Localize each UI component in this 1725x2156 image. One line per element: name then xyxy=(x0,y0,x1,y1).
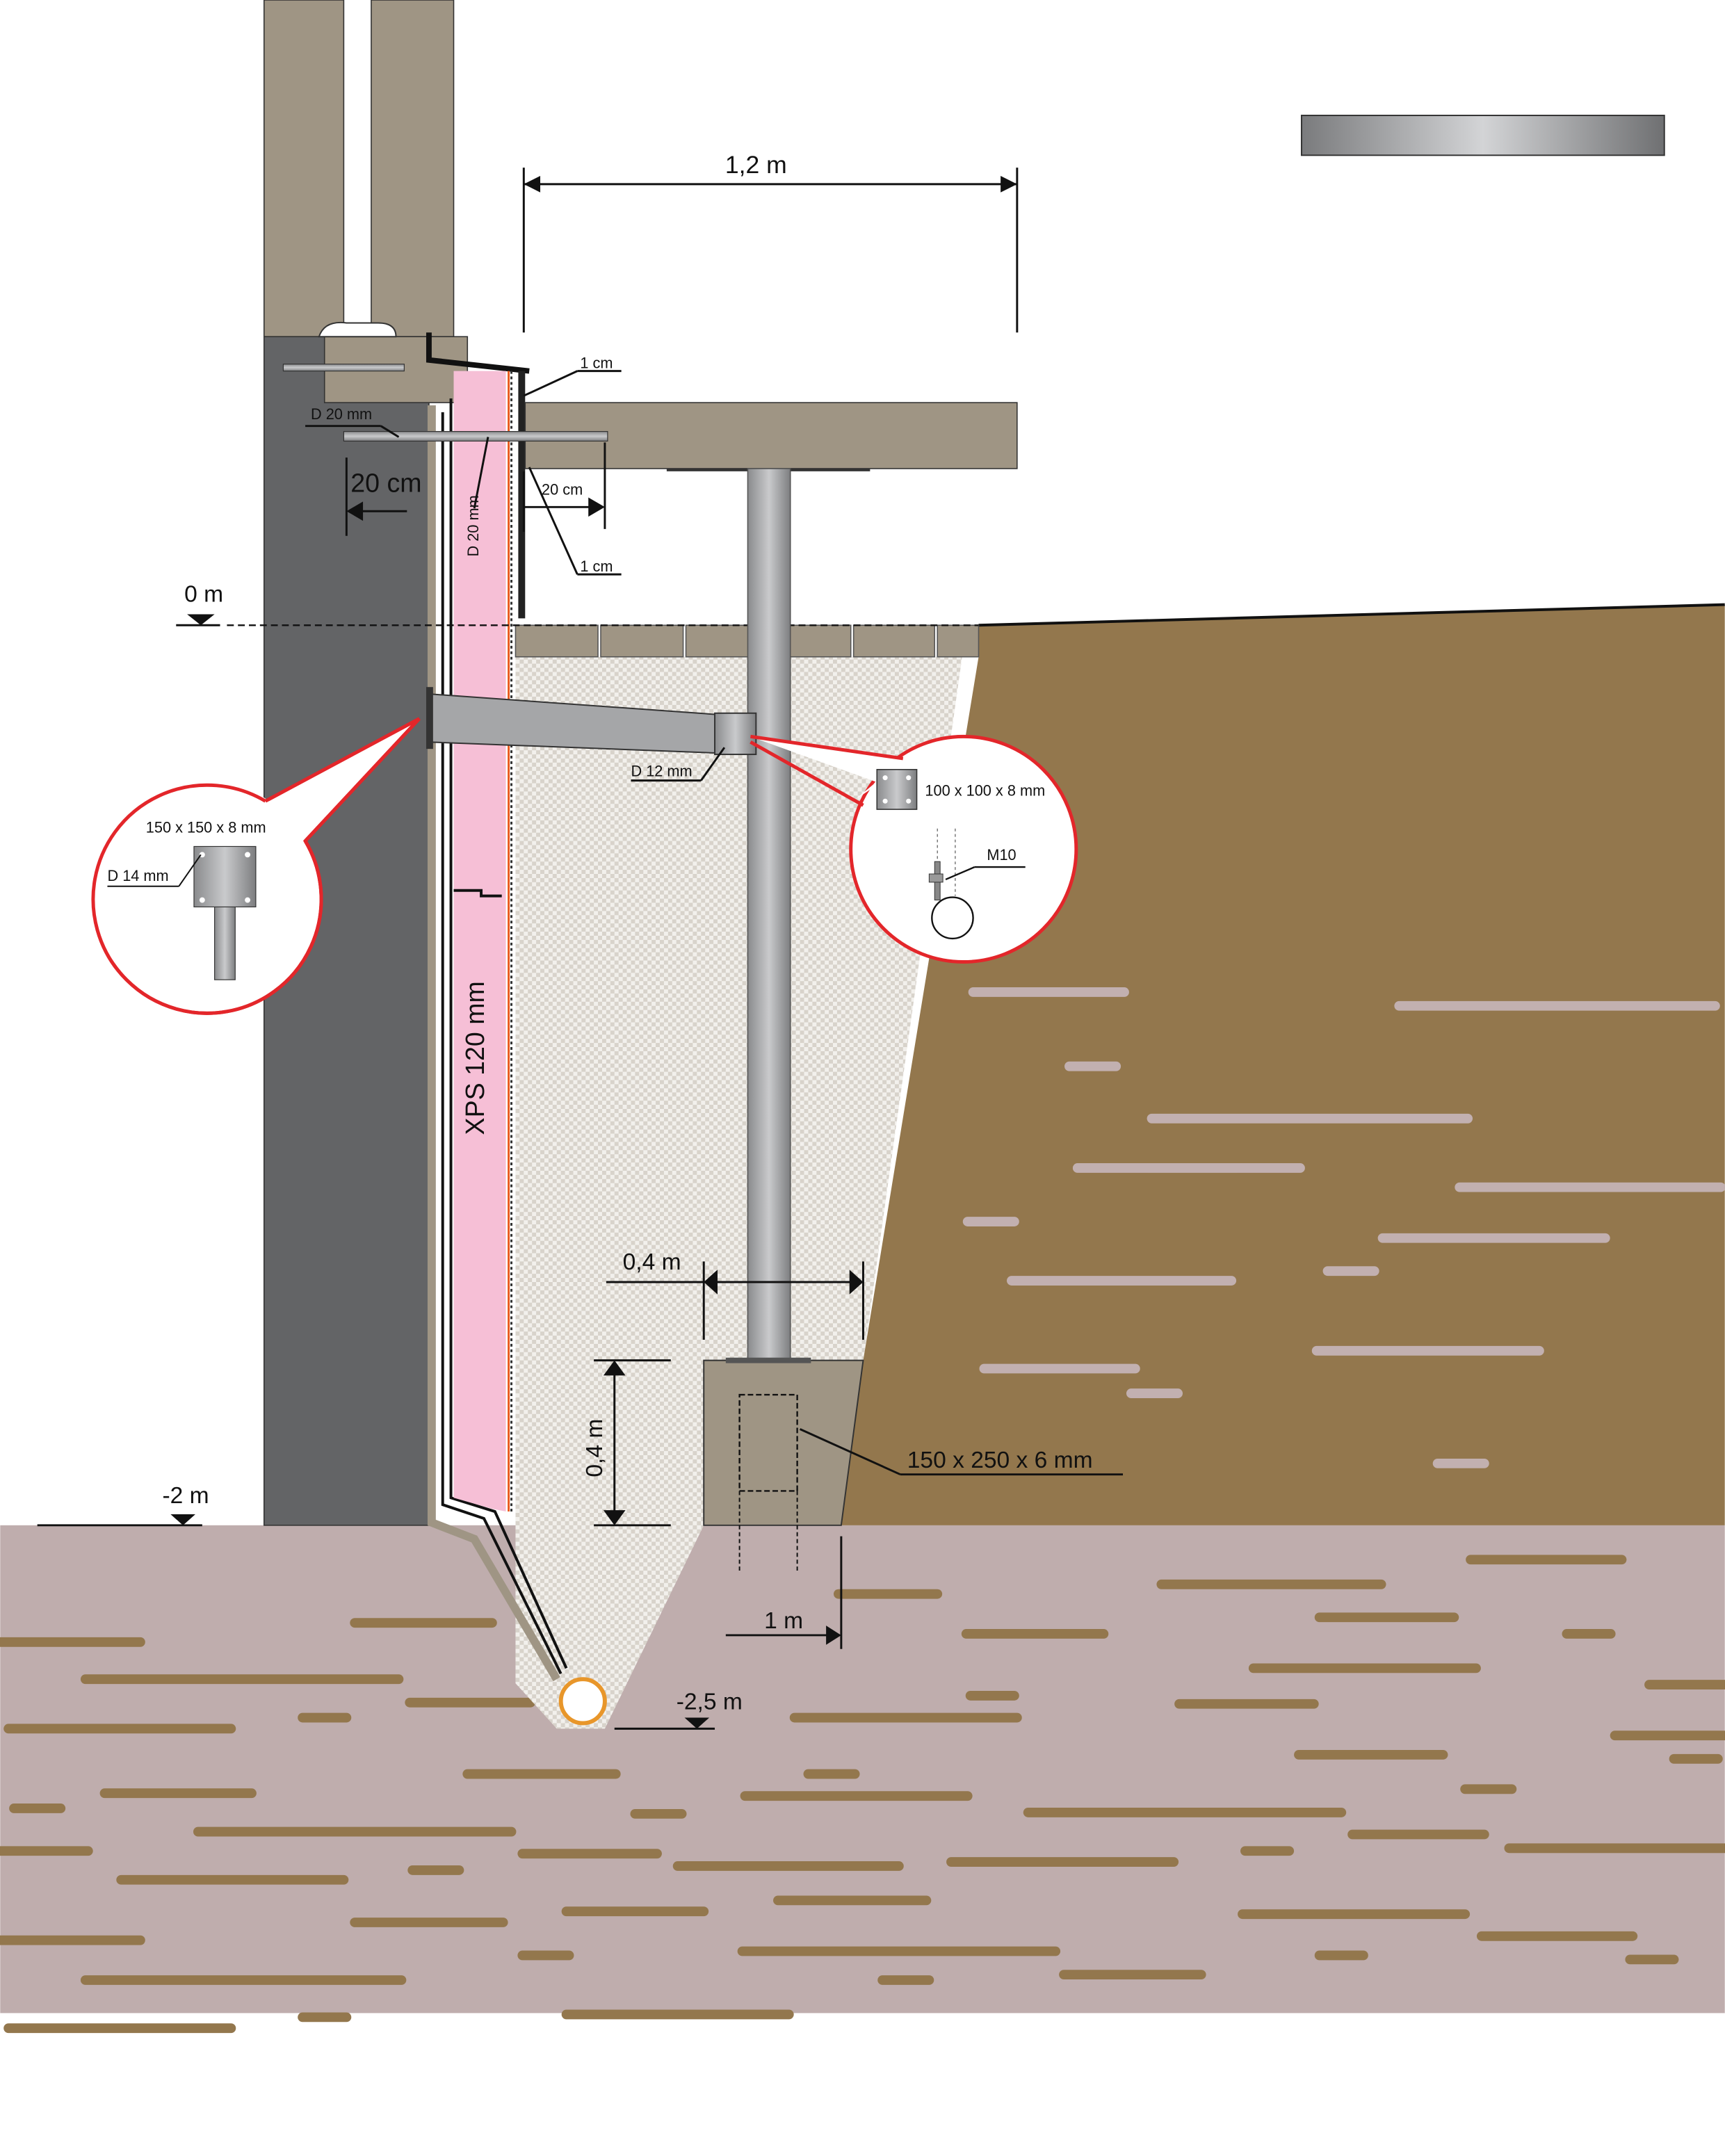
level-zero: 0 m xyxy=(184,582,223,608)
callout-left-dia: D 14 mm xyxy=(107,867,168,884)
dim-anchor-depth-right: 20 cm xyxy=(542,481,583,499)
dim-anchor-dia-vertical: D 20 mm xyxy=(464,495,482,556)
paving-stones xyxy=(515,624,980,658)
subsoil-layer xyxy=(0,1525,1725,2013)
dim-slab-width: 1,2 m xyxy=(725,151,787,179)
dim-footing-plate: 150 x 250 x 6 mm xyxy=(907,1448,1093,1473)
callout-right-plate: 100 x 100 x 8 mm xyxy=(925,781,1045,799)
concrete-footing xyxy=(703,1359,864,1526)
dim-depth-1m: 1 m xyxy=(764,1608,803,1634)
callout-bracket-plate: 100 x 100 x 8 mm M10 xyxy=(750,734,1078,964)
steel-profile-legend xyxy=(1300,115,1665,156)
steel-column xyxy=(747,468,791,1361)
level-minus-2-5: -2,5 m xyxy=(677,1689,743,1715)
dim-gap-bottom: 1 cm xyxy=(580,558,613,575)
dim-footing-height: 0,4 m xyxy=(582,1419,608,1477)
subsoil-stripes xyxy=(0,1555,1725,2034)
callout-right-bolt: M10 xyxy=(987,846,1016,864)
chimney-right xyxy=(371,0,455,338)
dim-bolt-dia: D 12 mm xyxy=(631,763,692,780)
callout-left-plate: 150 x 150 x 8 mm xyxy=(146,819,266,836)
anchor-rod xyxy=(343,431,608,442)
gravel-fill xyxy=(515,656,962,1729)
dim-anchor-depth-left: 20 cm xyxy=(350,469,421,498)
chimney-left xyxy=(263,0,345,338)
xps-label: XPS 120 mm xyxy=(460,981,489,1135)
level-minus-2: -2 m xyxy=(163,1483,209,1509)
xps-insulation xyxy=(453,371,506,1512)
dim-anchor-dia-left: D 20 mm xyxy=(311,405,372,423)
dim-gap-top: 1 cm xyxy=(580,355,613,372)
drain-pipe xyxy=(558,1677,607,1726)
soil-stripes xyxy=(962,987,1725,1468)
dim-footing-width: 0,4 m xyxy=(623,1249,681,1275)
callout-wall-plate: 150 x 150 x 8 mm D 14 mm xyxy=(89,717,421,1015)
